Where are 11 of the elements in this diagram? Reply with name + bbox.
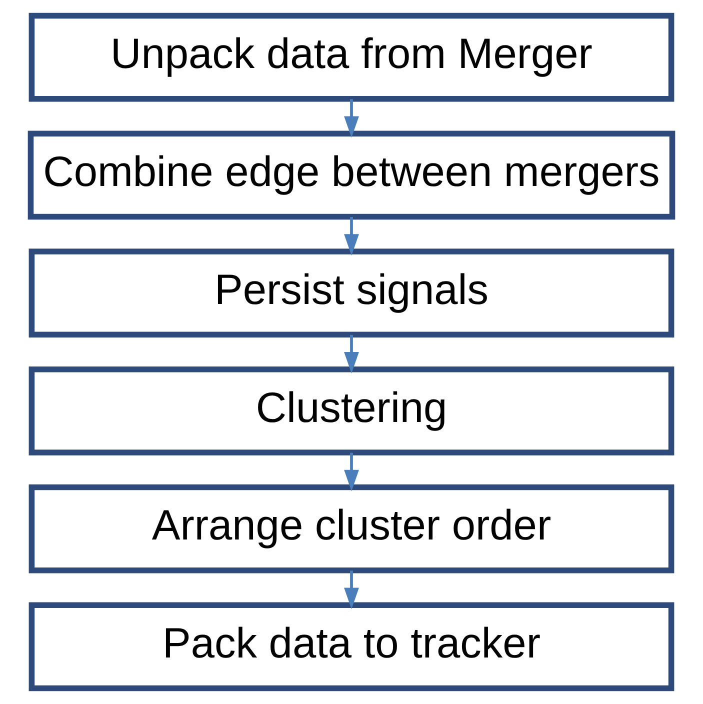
arrow xyxy=(344,99,359,138)
node-box: Combine edge between mergers xyxy=(28,130,676,220)
arrow xyxy=(344,334,359,374)
node-box: Unpack data from Merger xyxy=(28,12,674,102)
arrow xyxy=(344,217,359,256)
arrow xyxy=(344,452,359,492)
node-box: Pack data to tracker xyxy=(28,602,674,692)
arrow xyxy=(344,570,359,610)
node-box: Persist signals xyxy=(28,248,674,338)
node-box: Arrange cluster order xyxy=(28,484,674,574)
node-box: Clustering xyxy=(28,366,674,456)
